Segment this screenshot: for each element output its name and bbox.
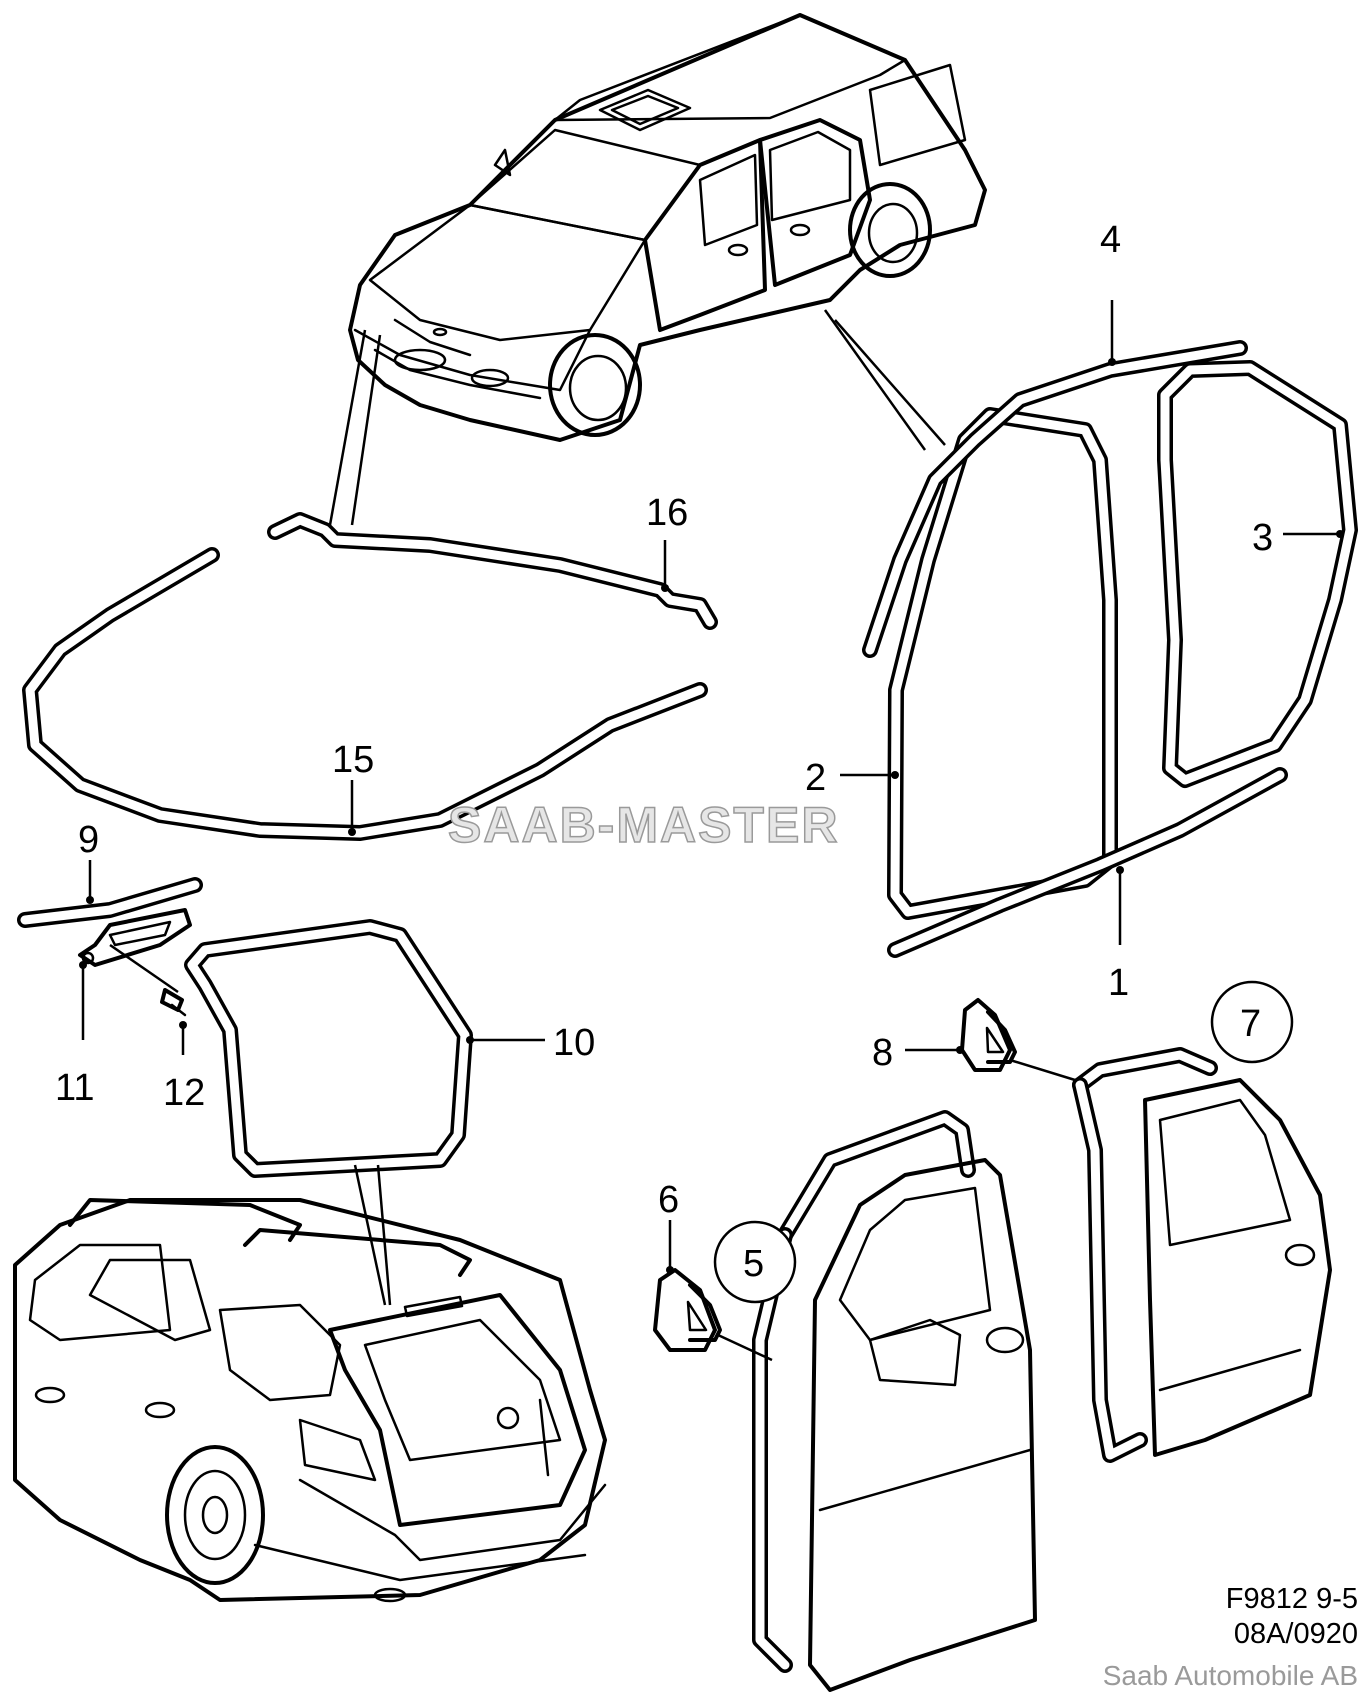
door-clip-6 bbox=[653, 1268, 722, 1352]
watermark: SAAB-MASTER bbox=[448, 797, 839, 853]
rear-door-opening-seal-3 bbox=[1157, 360, 1358, 788]
leader-clip-8-door bbox=[1009, 1058, 1076, 1082]
callout-4: 4 bbox=[1100, 219, 1121, 261]
rear-door-illustration bbox=[1143, 1078, 1332, 1457]
roof-drip-seal-4 bbox=[862, 340, 1248, 658]
callout-16: 16 bbox=[646, 492, 688, 534]
callout-5: 5 bbox=[743, 1243, 764, 1285]
sill-seal-1 bbox=[887, 767, 1288, 958]
leader-windshield-a bbox=[328, 329, 367, 526]
windshield-seal-15 bbox=[22, 547, 708, 841]
screw-12 bbox=[109, 943, 187, 1017]
callout-7: 7 bbox=[1240, 1003, 1261, 1045]
callout-2: 2 bbox=[805, 757, 826, 799]
bracket-11 bbox=[78, 908, 192, 967]
trim-strip-9 bbox=[17, 877, 203, 928]
callout-8: 8 bbox=[872, 1032, 893, 1074]
windshield-upper-seal-16 bbox=[267, 512, 718, 630]
callout-1: 1 bbox=[1108, 962, 1129, 1004]
tailgate-seal-10 bbox=[184, 919, 473, 1178]
callout-11: 11 bbox=[55, 1067, 94, 1109]
leader-clip-6-door bbox=[717, 1333, 773, 1362]
leader-tailgate-a bbox=[353, 1164, 387, 1306]
callout-6: 6 bbox=[658, 1179, 679, 1221]
rear-car-illustration bbox=[13, 1198, 607, 1603]
revision-code: 08A/0920 bbox=[1233, 1618, 1358, 1650]
rear-door-seal-7 bbox=[1072, 1047, 1218, 1463]
front-door-illustration bbox=[808, 1158, 1037, 1692]
figure-code: F9812 9-5 bbox=[1225, 1583, 1358, 1615]
front-car-illustration bbox=[348, 13, 987, 442]
leader-windshield-b bbox=[350, 334, 382, 526]
leader-tailgate-b bbox=[376, 1164, 392, 1306]
manufacturer-credit: Saab Automobile AB bbox=[1102, 1660, 1358, 1691]
leader-door-seal-a bbox=[823, 309, 927, 451]
leader-door-seal-b bbox=[834, 319, 946, 446]
callout-3: 3 bbox=[1252, 517, 1273, 559]
callout-12: 12 bbox=[163, 1072, 205, 1114]
callout-10: 10 bbox=[553, 1022, 595, 1064]
callout-9: 9 bbox=[78, 819, 99, 861]
callout-15: 15 bbox=[332, 739, 374, 781]
door-clip-8 bbox=[960, 998, 1017, 1072]
